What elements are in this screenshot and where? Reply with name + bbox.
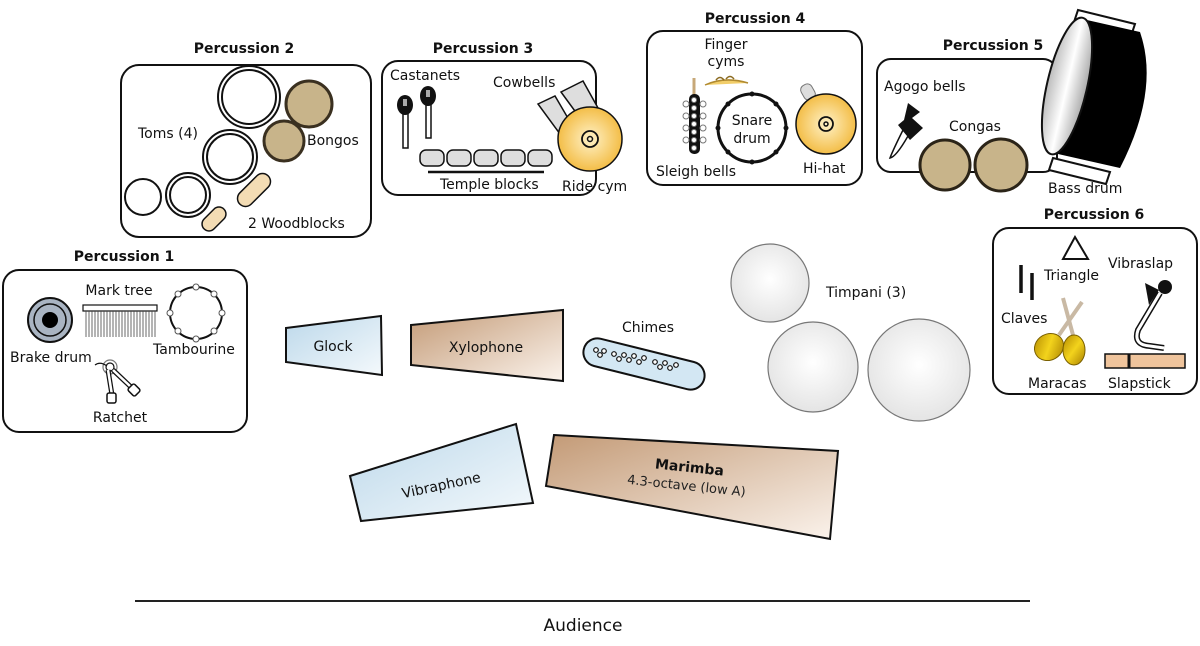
label-toms: Toms (4) xyxy=(137,126,198,142)
claves-icon xyxy=(1019,265,1034,300)
triangle-icon xyxy=(1061,234,1090,260)
audience-label: Audience xyxy=(544,616,623,636)
chimes-icon xyxy=(582,337,706,391)
label-xylophone: Xylophone xyxy=(449,340,523,356)
timpani-drum xyxy=(730,243,810,323)
snare-drum-icon xyxy=(715,91,789,165)
marimba: Marimba 4.3-octave (low A) xyxy=(544,433,840,541)
label-finger-cyms-line1: Finger xyxy=(704,37,747,53)
woodblocks-icon xyxy=(201,172,272,232)
xylophone: Xylophone xyxy=(410,308,564,383)
agogo-bells-icon xyxy=(888,103,923,159)
group-title: Percussion 4 xyxy=(705,11,806,27)
label-temple-blocks: Temple blocks xyxy=(439,177,539,193)
group-title: Percussion 5 xyxy=(943,38,1044,54)
maracas-icon xyxy=(1033,297,1086,366)
label-triangle: Triangle xyxy=(1043,268,1099,284)
mark-tree-icon xyxy=(82,304,158,337)
label-brake-drum: Brake drum xyxy=(10,350,92,366)
timpani-drum xyxy=(767,321,859,413)
label-chimes: Chimes xyxy=(622,320,674,336)
hi-hat-icon xyxy=(795,83,857,155)
label-mark-tree: Mark tree xyxy=(85,283,152,299)
congas-icon xyxy=(918,137,1029,193)
slapstick-icon xyxy=(1104,353,1186,369)
group-title: Percussion 2 xyxy=(194,41,295,57)
group-title: Percussion 1 xyxy=(74,249,175,265)
label-snare-line1: Snare xyxy=(732,113,772,129)
ratchet-icon xyxy=(94,359,141,404)
label-sleigh-bells: Sleigh bells xyxy=(656,164,736,180)
vibraslap-icon xyxy=(1133,280,1172,351)
toms-icon xyxy=(124,65,281,218)
label-ride-cym: Ride cym xyxy=(562,179,627,195)
chimes: Chimes xyxy=(582,320,706,391)
group-title: Percussion 3 xyxy=(433,41,534,57)
group-percussion-1: Percussion 1 Mark tree Tambourine Brake … xyxy=(2,249,248,433)
label-woodblocks: 2 Woodblocks xyxy=(248,216,345,232)
label-tambourine: Tambourine xyxy=(152,342,235,358)
timpani-drum xyxy=(867,318,971,422)
tambourine-icon xyxy=(166,283,226,343)
group-percussion-2: Percussion 2 Toms (4) Bongos 2 Woodblock… xyxy=(120,41,372,238)
label-congas: Congas xyxy=(949,119,1001,135)
sleigh-bells-icon xyxy=(682,78,707,154)
group-percussion-4: Percussion 4 Finger cyms Snare drum xyxy=(646,11,863,186)
label-glock: Glock xyxy=(313,339,353,355)
vibraphone: Vibraphone xyxy=(348,422,535,523)
label-vibraslap: Vibraslap xyxy=(1108,256,1173,272)
label-claves: Claves xyxy=(1001,311,1047,327)
group-title: Percussion 6 xyxy=(1044,207,1145,223)
label-maracas: Maracas xyxy=(1028,376,1087,392)
label-timpani: Timpani (3) xyxy=(825,285,906,301)
label-cowbells: Cowbells xyxy=(493,75,555,91)
timpani: Timpani (3) xyxy=(730,243,971,422)
label-bass-drum: Bass drum xyxy=(1048,181,1122,197)
group-percussion-6: Percussion 6 Triangle Vibraslap Claves M… xyxy=(992,207,1198,395)
glock: Glock xyxy=(285,314,384,377)
finger-cymbals-icon xyxy=(704,75,749,86)
label-castanets: Castanets xyxy=(390,68,460,84)
label-ratchet: Ratchet xyxy=(93,410,148,426)
label-snare-line2: drum xyxy=(733,131,770,147)
group-percussion-3: Percussion 3 Castanets Cowbells Temple b… xyxy=(381,41,627,196)
label-slapstick: Slapstick xyxy=(1108,376,1172,392)
brake-drum-icon xyxy=(27,297,73,343)
temple-blocks-icon xyxy=(419,149,553,174)
label-bongos: Bongos xyxy=(307,133,359,149)
ride-cymbal-icon xyxy=(557,106,623,172)
label-hi-hat: Hi-hat xyxy=(803,161,846,177)
castanets-icon xyxy=(397,86,436,149)
label-marimba: Marimba xyxy=(654,456,724,479)
bongos-icon xyxy=(262,79,334,163)
label-agogo: Agogo bells xyxy=(884,79,966,95)
label-finger-cyms-line2: cyms xyxy=(708,54,745,70)
group-percussion-5: Percussion 5 Agogo bells Congas Bass dru… xyxy=(876,8,1147,197)
bass-drum-icon xyxy=(1040,8,1147,186)
